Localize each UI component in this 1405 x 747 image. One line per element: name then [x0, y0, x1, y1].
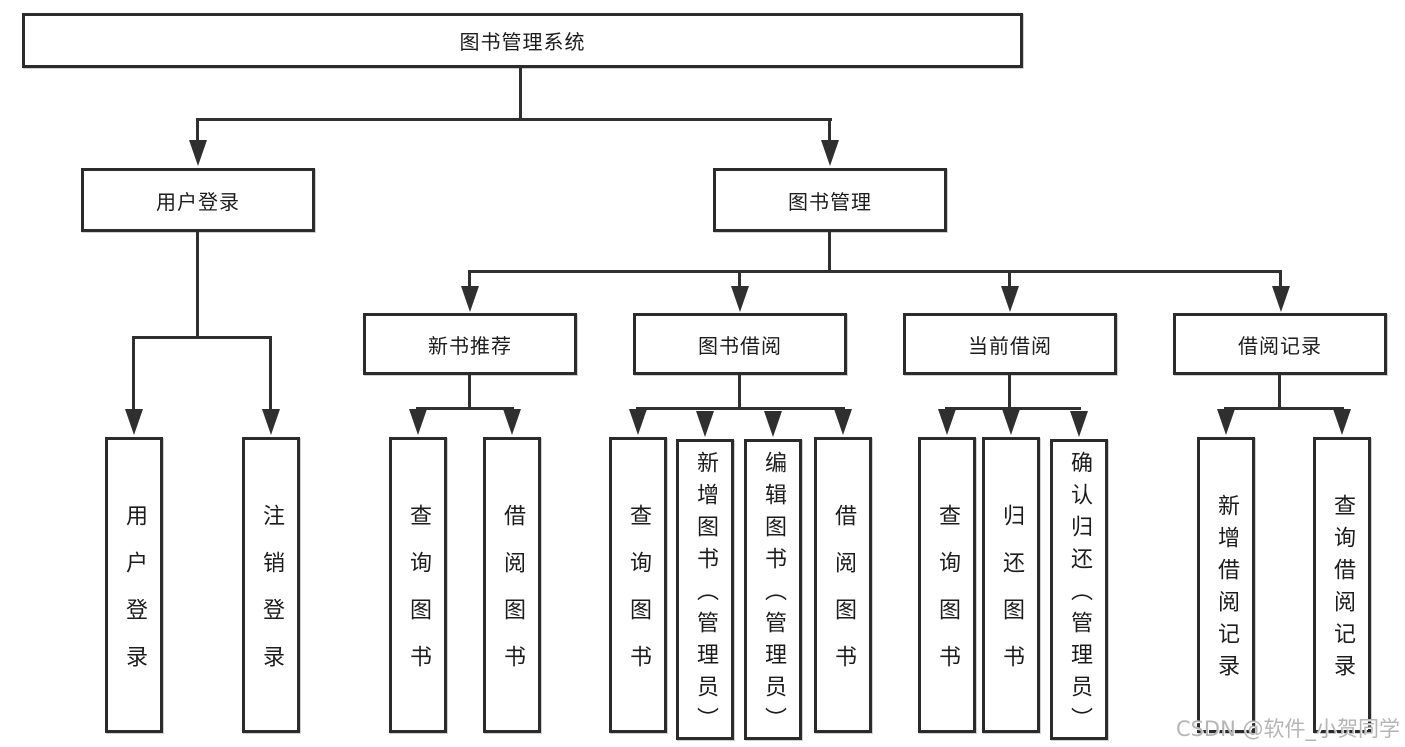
leaf-logout-label: 注销登录 — [259, 504, 284, 692]
connector-line — [738, 270, 741, 288]
connector-line — [519, 68, 522, 121]
connector-line — [1008, 375, 1011, 410]
csdn-watermark: CSDN @软件_小贺同学 — [1175, 717, 1400, 741]
arrowhead-icon — [125, 409, 143, 435]
arrowhead-icon — [1070, 411, 1088, 437]
arrowhead-icon — [629, 409, 647, 435]
leaf-recommend-borrow-books: 借阅图书 — [483, 437, 541, 733]
arrowhead-icon — [503, 409, 521, 435]
connector-line — [828, 118, 831, 145]
connector-line — [738, 375, 741, 410]
node-borrowing-records: 借阅记录 — [1173, 313, 1387, 375]
leaf-query-borrow-record-label: 查询借阅记录 — [1330, 494, 1355, 686]
connector-line — [468, 375, 471, 410]
node-book-management: 图书管理 — [713, 168, 947, 232]
leaf-confirm-return-admin-label: 确认归还（管理员） — [1067, 450, 1092, 739]
node-book-management-label: 图书管理 — [788, 189, 872, 214]
connector-line — [1279, 270, 1282, 288]
node-borrowing-records-label: 借阅记录 — [1238, 333, 1322, 358]
arrowhead-icon — [834, 409, 852, 435]
connector-line — [468, 270, 1282, 273]
leaf-logout: 注销登录 — [242, 437, 300, 733]
leaf-borrowing-query-books-label: 查询图书 — [626, 504, 651, 692]
node-book-borrowing-label: 图书借阅 — [698, 333, 782, 358]
leaf-user-login-label: 用户登录 — [122, 504, 147, 692]
connector-line — [1224, 407, 1344, 410]
leaf-return-books-label: 归还图书 — [999, 504, 1024, 692]
arrowhead-icon — [821, 140, 839, 166]
arrowhead-icon — [1217, 409, 1235, 435]
arrowhead-icon — [1333, 409, 1351, 435]
connector-line — [468, 270, 471, 288]
leaf-edit-books-admin: 编辑图书（管理员） — [744, 439, 802, 740]
leaf-return-books: 归还图书 — [982, 437, 1040, 733]
leaf-recommend-query-books-label: 查询图书 — [406, 504, 431, 692]
leaf-add-books-admin: 新增图书（管理员） — [676, 439, 734, 740]
node-book-borrowing: 图书借阅 — [633, 313, 847, 375]
leaf-current-query-books: 查询图书 — [918, 437, 976, 733]
node-root-label: 图书管理系统 — [459, 30, 586, 54]
node-new-book-recommend: 新书推荐 — [363, 313, 577, 375]
leaf-add-borrow-record: 新增借阅记录 — [1197, 437, 1255, 733]
connector-line — [196, 232, 199, 339]
node-user-login: 用户登录 — [81, 168, 315, 232]
leaf-borrowing-borrow-books: 借阅图书 — [814, 437, 872, 733]
connector-line — [269, 336, 272, 412]
leaf-borrowing-borrow-books-label: 借阅图书 — [831, 504, 856, 692]
arrowhead-icon — [409, 409, 427, 435]
leaf-current-query-books-label: 查询图书 — [935, 504, 960, 692]
arrowhead-icon — [189, 140, 207, 166]
leaf-query-borrow-record: 查询借阅记录 — [1313, 437, 1371, 733]
connector-line — [945, 407, 1081, 410]
node-current-borrowing: 当前借阅 — [903, 313, 1117, 375]
leaf-borrowing-query-books: 查询图书 — [609, 437, 667, 733]
connector-line — [196, 118, 832, 121]
arrowhead-icon — [1272, 286, 1290, 312]
connector-line — [1278, 375, 1281, 410]
arrowhead-icon — [938, 409, 956, 435]
arrowhead-icon — [1001, 286, 1019, 312]
connector-line — [132, 336, 272, 339]
connector-line — [828, 232, 831, 273]
connector-line — [636, 407, 845, 410]
leaf-edit-books-admin-label: 编辑图书（管理员） — [761, 450, 786, 739]
arrowhead-icon — [461, 286, 479, 312]
connector-line — [1008, 270, 1011, 288]
leaf-add-books-admin-label: 新增图书（管理员） — [693, 450, 718, 739]
leaf-recommend-borrow-books-label: 借阅图书 — [500, 504, 525, 692]
arrowhead-icon — [731, 286, 749, 312]
node-root: 图书管理系统 — [22, 13, 1023, 68]
leaf-recommend-query-books: 查询图书 — [389, 437, 447, 733]
connector-line — [132, 336, 135, 412]
arrowhead-icon — [1002, 409, 1020, 435]
leaf-user-login: 用户登录 — [105, 437, 163, 733]
arrowhead-icon — [764, 411, 782, 437]
node-user-login-label: 用户登录 — [156, 189, 240, 214]
connector-line — [196, 118, 199, 145]
connector-line — [416, 407, 514, 410]
arrowhead-icon — [696, 411, 714, 437]
node-new-book-recommend-label: 新书推荐 — [428, 333, 512, 358]
node-current-borrowing-label: 当前借阅 — [968, 333, 1052, 358]
leaf-confirm-return-admin: 确认归还（管理员） — [1050, 439, 1108, 740]
arrowhead-icon — [262, 409, 280, 435]
leaf-add-borrow-record-label: 新增借阅记录 — [1214, 494, 1239, 686]
